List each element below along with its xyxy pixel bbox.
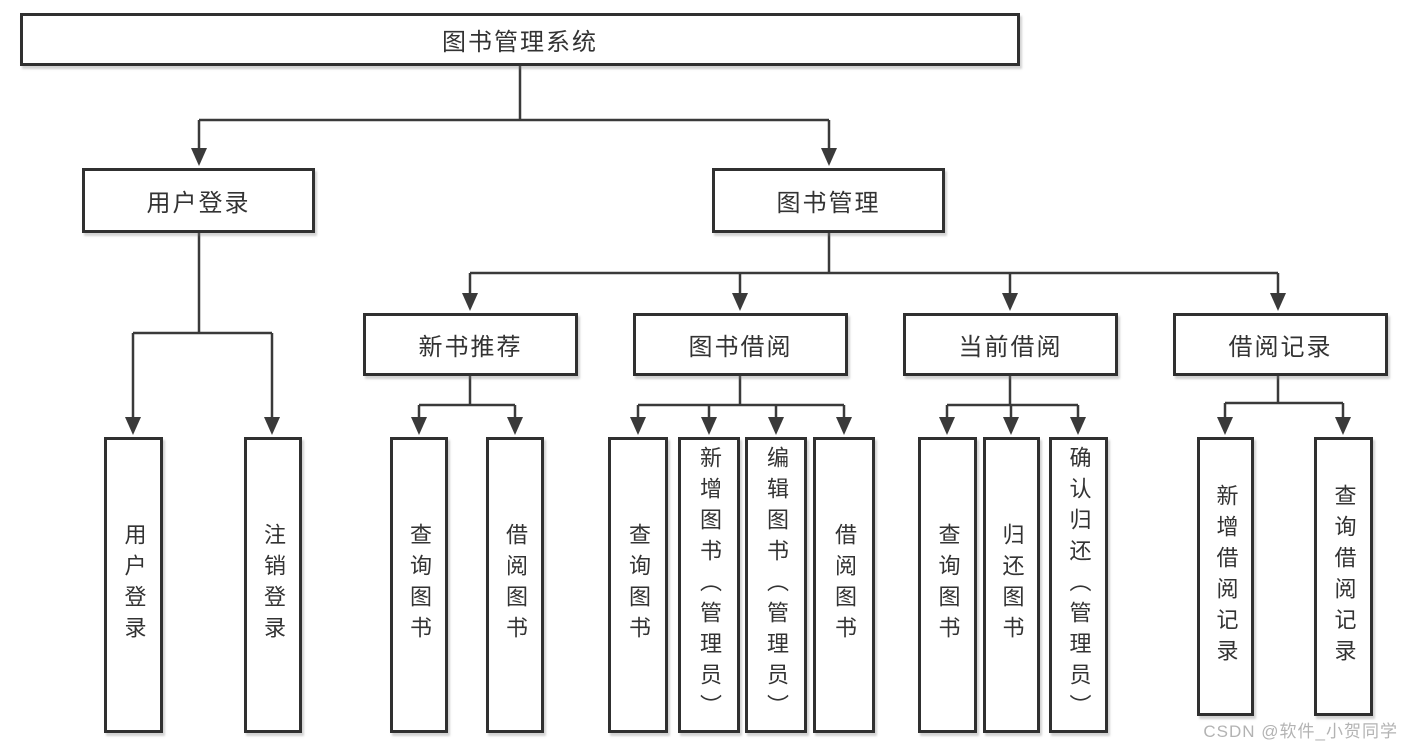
node-label: 查询图书	[935, 523, 961, 647]
connector-line	[131, 233, 274, 419]
arrowhead-icon	[1002, 293, 1018, 311]
node-user-login: 用户登录	[82, 168, 315, 233]
arrowhead-icon	[1217, 417, 1233, 435]
leaf-user-login: 用户登录	[104, 437, 163, 733]
leaf-add-borrow-record: 新增借阅记录	[1197, 437, 1254, 716]
arrowhead-icon	[630, 417, 646, 435]
arrowhead-icon	[821, 148, 837, 166]
csdn-watermark: CSDN @软件_小贺同学	[1203, 722, 1398, 741]
node-label: 借阅图书	[832, 523, 857, 647]
node-label: 新书推荐	[418, 334, 523, 361]
leaf-query-books-borrow: 查询图书	[608, 437, 668, 733]
leaf-query-books-recommend: 查询图书	[390, 437, 448, 733]
node-label: 借阅图书	[503, 523, 528, 647]
leaf-confirm-return-admin: 确认归还（管理员）	[1049, 437, 1108, 733]
arrowhead-icon	[732, 293, 748, 311]
leaf-return-books: 归还图书	[983, 437, 1040, 733]
node-label: 图书管理系统	[442, 29, 598, 56]
connector-line	[468, 233, 1280, 295]
node-label: 编辑图书（管理员）	[764, 445, 789, 725]
node-borrow-records: 借阅记录	[1173, 313, 1388, 376]
arrowhead-icon	[125, 417, 141, 435]
node-book-management: 图书管理	[712, 168, 945, 233]
leaf-logout: 注销登录	[244, 437, 302, 733]
leaf-edit-books-admin: 编辑图书（管理员）	[745, 437, 807, 733]
node-label: 查询图书	[407, 523, 432, 647]
node-label: 用户登录	[121, 523, 147, 647]
arrowhead-icon	[507, 417, 523, 435]
leaf-query-borrow-record: 查询借阅记录	[1314, 437, 1373, 716]
arrowhead-icon	[191, 148, 207, 166]
connector-line	[1223, 376, 1345, 419]
node-label: 图书借阅	[688, 334, 793, 361]
arrowhead-icon	[836, 417, 852, 435]
arrowhead-icon	[1270, 293, 1286, 311]
leaf-borrow-books-recommend: 借阅图书	[486, 437, 544, 733]
arrowhead-icon	[264, 417, 280, 435]
node-label: 用户登录	[146, 190, 251, 217]
leaf-borrow-books: 借阅图书	[813, 437, 875, 733]
node-label: 归还图书	[999, 523, 1025, 647]
leaf-query-books-current: 查询图书	[918, 437, 977, 733]
arrowhead-icon	[1070, 417, 1086, 435]
node-label: 借阅记录	[1228, 334, 1333, 361]
arrowhead-icon	[768, 417, 784, 435]
node-label: 查询借阅记录	[1331, 483, 1357, 670]
arrowhead-icon	[462, 293, 478, 311]
node-current-borrow: 当前借阅	[903, 313, 1118, 376]
arrowhead-icon	[701, 417, 717, 435]
node-label: 查询图书	[626, 523, 651, 647]
connector-line	[417, 376, 517, 419]
connector-line	[945, 376, 1080, 419]
node-book-borrow: 图书借阅	[633, 313, 848, 376]
arrowhead-icon	[939, 417, 955, 435]
leaf-add-books-admin: 新增图书（管理员）	[678, 437, 740, 733]
node-label: 新增借阅记录	[1213, 483, 1239, 670]
node-label: 注销登录	[261, 523, 286, 647]
connector-line	[197, 66, 831, 150]
node-label: 图书管理	[776, 190, 881, 217]
arrowhead-icon	[1335, 417, 1351, 435]
connector-line	[636, 376, 846, 419]
node-root-library-system: 图书管理系统	[20, 13, 1020, 66]
node-label: 当前借阅	[958, 334, 1063, 361]
arrowhead-icon	[411, 417, 427, 435]
node-label: 确认归还（管理员）	[1066, 445, 1092, 725]
node-label: 新增图书（管理员）	[697, 445, 722, 725]
node-new-book-recommend: 新书推荐	[363, 313, 578, 376]
arrowhead-icon	[1003, 417, 1019, 435]
